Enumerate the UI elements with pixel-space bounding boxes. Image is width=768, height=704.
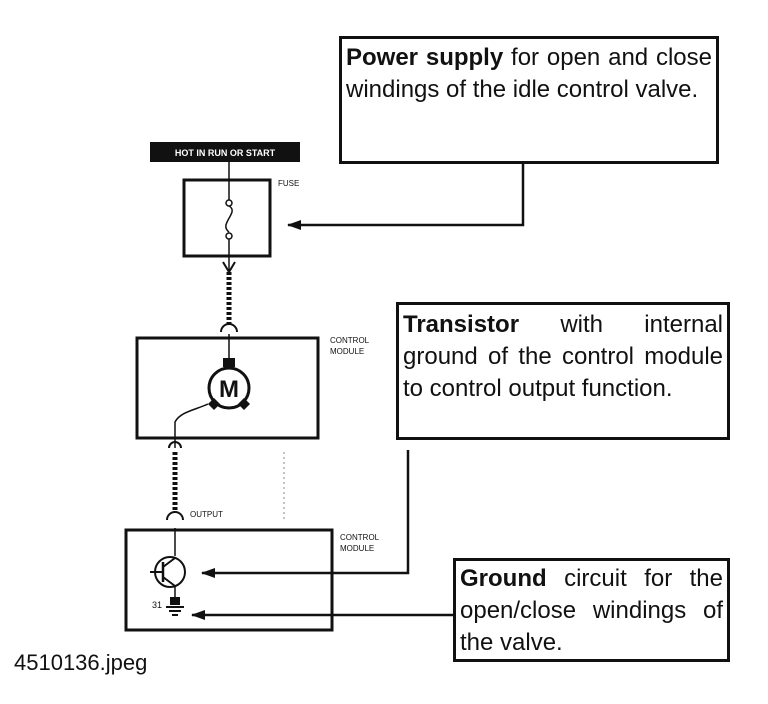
fuse-box (182, 162, 272, 274)
ground-icon (166, 606, 184, 616)
control-module-2-line1: CONTROL (340, 533, 380, 542)
control-module-motor: M (135, 334, 320, 448)
svg-text:M: M (219, 376, 239, 403)
svg-text:HOT IN RUN OR START: HOT IN RUN OR START (175, 148, 276, 158)
pin-31-label: 31 (152, 600, 162, 610)
control-module-transistor (124, 528, 334, 632)
fuse-icon (225, 205, 233, 233)
callout-transistor: Transistor with internal ground of the c… (396, 302, 730, 440)
callout-ground: Ground circuit for the open/close windin… (453, 558, 730, 662)
wire-fuse-to-module (220, 272, 238, 333)
output-label: OUTPUT (190, 510, 223, 519)
control-module-2-line2: MODULE (340, 544, 374, 553)
image-caption: 4510136.jpeg (14, 650, 148, 675)
control-module-1-line2: MODULE (330, 347, 364, 356)
callout-power-supply: Power supply for open and close windings… (339, 36, 719, 164)
wire-module-to-output (166, 441, 184, 521)
leader-transistor (201, 450, 410, 578)
leader-power (287, 163, 525, 230)
motor-icon (207, 366, 251, 410)
hot-in-run-label: HOT IN RUN OR START (150, 142, 300, 162)
control-module-1-line1: CONTROL (330, 336, 370, 345)
fuse-label: FUSE (278, 179, 299, 188)
